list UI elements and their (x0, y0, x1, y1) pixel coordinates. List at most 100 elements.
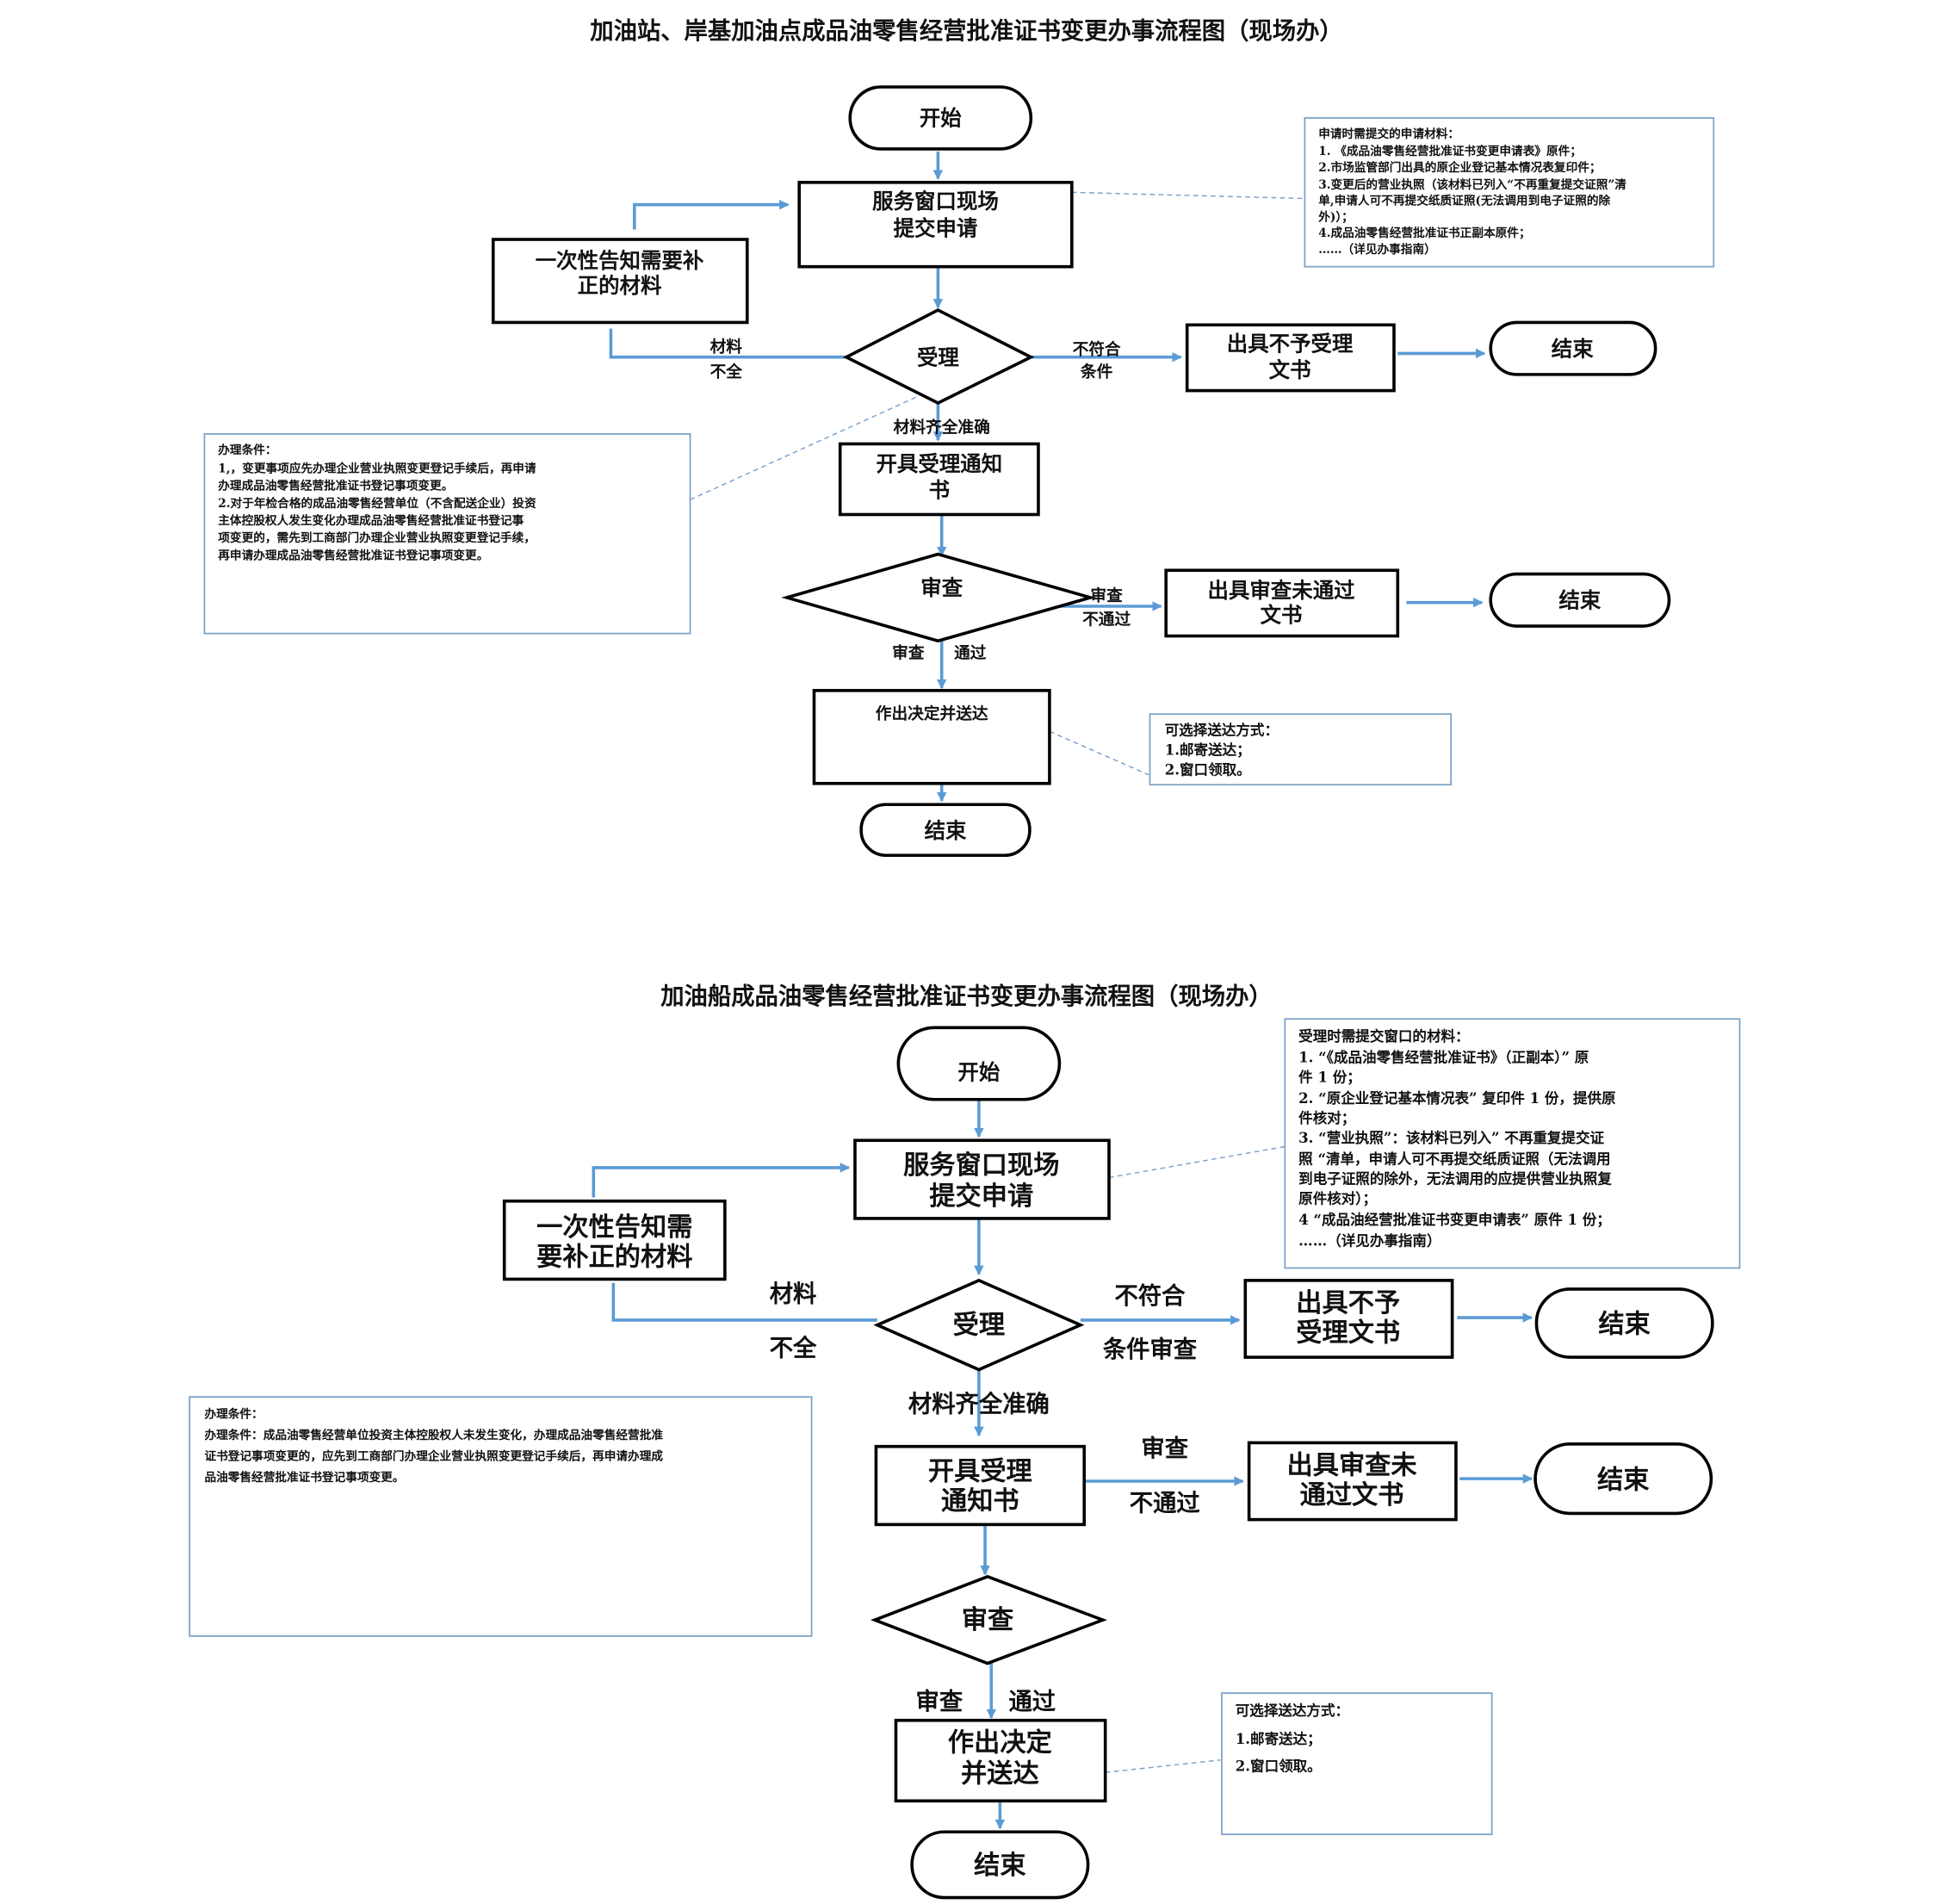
svg-text:可选择送达方式：: 可选择送达方式： (1165, 722, 1279, 739)
label-review-fail: 不通过 (1082, 611, 1131, 629)
svg-text:1. 《成品油零售经营批准证书变更申请表》原件；: 1. 《成品油零售经营批准证书变更申请表》原件； (1318, 144, 1582, 158)
review-decision: 审查 (870, 1574, 1107, 1665)
svg-text:申请时需提交的申请材料：: 申请时需提交的申请材料： (1318, 127, 1459, 141)
label-review-pass: 通过 (954, 643, 987, 662)
end-node: 结束 (1533, 1442, 1713, 1516)
svg-text:结束: 结束 (1552, 336, 1594, 361)
svg-text:开具受理通知: 开具受理通知 (876, 451, 1002, 476)
label-complete: 材料齐全准确 (894, 419, 990, 437)
decision-node: 作出决定并送达 (812, 689, 1051, 785)
svg-text:4.成品油零售经营批准证书正副本原件；: 4.成品油零售经营批准证书正副本原件； (1318, 226, 1530, 240)
svg-text:正的材料: 正的材料 (578, 273, 662, 298)
svg-text:4 “成品油经营批准证书变更申请表” 原件 1 份；: 4 “成品油经营批准证书变更申请表” 原件 1 份； (1298, 1211, 1611, 1228)
svg-text:结束: 结束 (974, 1851, 1026, 1881)
decision-node: 作出决定 并送达 (894, 1718, 1107, 1803)
svg-text:出具审查未: 出具审查未 (1287, 1449, 1418, 1480)
label-incomplete: 不全 (710, 363, 743, 381)
svg-text:件核对；: 件核对； (1298, 1109, 1355, 1126)
svg-text:2.窗口领取。: 2.窗口领取。 (1165, 761, 1251, 778)
review-decision: 审查 (781, 552, 1096, 643)
svg-text:结束: 结束 (1597, 1466, 1650, 1496)
svg-text:证书登记事项变更的，应先到工商部门办理企业营业执照变更登记手: 证书登记事项变更的，应先到工商部门办理企业营业执照变更登记手续后，再申请办理成 (204, 1449, 663, 1464)
svg-text:办理条件：: 办理条件： (204, 1407, 263, 1422)
svg-text:受理文书: 受理文书 (1296, 1318, 1400, 1348)
svg-text:品油零售经营批准证书登记事项变更。: 品油零售经营批准证书登记事项变更。 (204, 1470, 404, 1485)
svg-text:1. “《成品油零售经营批准证书》（正副本）” 原: 1. “《成品油零售经营批准证书》（正副本）” 原 (1298, 1049, 1589, 1066)
conditions-note: 办理条件： 1,，变更事项应先办理企业营业执照变更登记手续后，再申请 办理成品油… (203, 433, 691, 635)
svg-text:服务窗口现场: 服务窗口现场 (872, 189, 999, 214)
end-node: 结束 (859, 803, 1032, 858)
materials-note: 受理时需提交窗口的材料： 1. “《成品油零售经营批准证书》（正副本）” 原 件… (1284, 1018, 1741, 1269)
svg-text:要补正的材料: 要补正的材料 (536, 1243, 692, 1273)
label-incomplete: 材料 (770, 1280, 817, 1307)
label-not-qualified: 条件 (1080, 363, 1113, 381)
svg-text:原件核对）；: 原件核对）； (1298, 1190, 1377, 1207)
svg-text:办理成品油零售经营批准证书登记事项变更。: 办理成品油零售经营批准证书登记事项变更。 (218, 479, 453, 493)
label-not-qualified: 不符合 (1114, 1282, 1186, 1310)
svg-text:开始: 开始 (920, 106, 962, 131)
svg-text:结束: 结束 (1558, 587, 1601, 612)
svg-text:办理条件：成品油零售经营单位投资主体控股权人未发生变化，办理: 办理条件：成品油零售经营单位投资主体控股权人未发生变化，办理成品油零售经营批准 (204, 1428, 663, 1442)
svg-text:受理时需提交窗口的材料：: 受理时需提交窗口的材料： (1298, 1027, 1469, 1045)
label-review-pass: 审查 (892, 643, 925, 662)
svg-text:外)）；: 外)）； (1318, 209, 1354, 224)
fail-doc-node: 出具审查未 通过文书 (1247, 1441, 1458, 1522)
label-incomplete: 不全 (770, 1335, 817, 1362)
svg-text:通过文书: 通过文书 (1300, 1480, 1404, 1510)
label-not-qualified: 不符合 (1073, 340, 1121, 359)
svg-text:服务窗口现场: 服务窗口现场 (903, 1150, 1059, 1181)
svg-text:到电子证照的除外，无法调用的应提供营业执照复: 到电子证照的除外，无法调用的应提供营业执照复 (1298, 1170, 1612, 1188)
flowchart-2: 加油船成品油零售经营批准证书变更办事流程图（现场办） 开始 服务窗口现场 提交申… (189, 983, 1741, 1900)
svg-text:项变更的，需先到工商部门办理企业营业执照变更登记手续，: 项变更的，需先到工商部门办理企业营业执照变更登记手续， (218, 530, 536, 545)
svg-text:提交申请: 提交申请 (894, 216, 978, 241)
svg-text:1.邮寄送达；: 1.邮寄送达； (1165, 741, 1251, 759)
svg-text:2. “原企业登记基本情况表” 复印件 1 份，提供原: 2. “原企业登记基本情况表” 复印件 1 份，提供原 (1298, 1089, 1615, 1107)
svg-text:2.市场监管部门出具的原企业登记基本情况表复印件；: 2.市场监管部门出具的原企业登记基本情况表复印件； (1318, 160, 1601, 175)
svg-text:受理: 受理 (953, 1311, 1005, 1341)
start-node: 开始 (848, 85, 1033, 151)
svg-text:结束: 结束 (925, 818, 967, 843)
accept-notice-node: 开具受理 通知书 (874, 1444, 1087, 1527)
start-node: 开始 (896, 1026, 1062, 1101)
svg-text:单,申请人可不再提交纸质证照(无法调用到电子证照的除: 单,申请人可不再提交纸质证照(无法调用到电子证照的除 (1318, 194, 1610, 208)
svg-text:受理: 受理 (917, 344, 959, 369)
conditions-note: 办理条件： 办理条件：成品油零售经营单位投资主体控股权人未发生变化，办理成品油零… (189, 1396, 813, 1637)
svg-text:审查: 审查 (962, 1604, 1014, 1635)
diagram-title: 加油船成品油零售经营批准证书变更办事流程图（现场办） (660, 983, 1273, 1010)
svg-text:出具审查未通过: 出具审查未通过 (1207, 578, 1355, 603)
accept-notice-node: 开具受理通知 书 (838, 442, 1040, 517)
end-node: 结束 (910, 1830, 1090, 1900)
label-incomplete: 材料 (710, 338, 743, 357)
svg-text:2.窗口领取。: 2.窗口领取。 (1236, 1758, 1322, 1775)
submit-node: 服务窗口现场 提交申请 (797, 181, 1074, 269)
svg-text:主体控股权人发生变化办理成品油零售经营批准证书登记事: 主体控股权人发生变化办理成品油零售经营批准证书登记事 (218, 513, 524, 528)
label-review-pass: 通过 (1008, 1688, 1056, 1715)
connectors (609, 151, 1486, 803)
supplement-node: 一次性告知需要补 正的材料 (491, 238, 749, 325)
svg-text:一次性告知需: 一次性告知需 (536, 1212, 692, 1243)
materials-note: 申请时需提交的申请材料： 1. 《成品油零售经营批准证书变更申请表》原件； 2.… (1304, 117, 1715, 268)
svg-text:结束: 结束 (1598, 1309, 1651, 1339)
label-review-fail: 审查 (1141, 1435, 1188, 1462)
svg-text:1,，变更事项应先办理企业营业执照变更登记手续后，再申请: 1,，变更事项应先办理企业营业执照变更登记手续后，再申请 (218, 462, 536, 476)
svg-text:审查: 审查 (920, 575, 963, 600)
svg-text:照 “清单，申请人可不再提交纸质证照（无法调用: 照 “清单，申请人可不再提交纸质证照（无法调用 (1298, 1150, 1610, 1168)
svg-text:再申请办理成品油零售经营批准证书登记事项变更。: 再申请办理成品油零售经营批准证书登记事项变更。 (218, 548, 488, 562)
svg-text:出具不予: 出具不予 (1296, 1288, 1400, 1318)
svg-text:作出决定并送达: 作出决定并送达 (876, 704, 988, 723)
connectors (592, 1099, 1533, 1830)
svg-text:作出决定: 作出决定 (948, 1728, 1052, 1758)
svg-text:书: 书 (929, 477, 950, 502)
reject-doc-node: 出具不予 受理文书 (1243, 1279, 1454, 1359)
svg-text:一次性告知需要补: 一次性告知需要补 (536, 248, 704, 273)
svg-text:开始: 开始 (957, 1060, 1000, 1085)
label-review-fail: 审查 (1090, 586, 1123, 605)
submit-node: 服务窗口现场 提交申请 (853, 1138, 1111, 1220)
end-node: 结束 (1534, 1287, 1714, 1359)
svg-text:出具不予受理: 出具不予受理 (1227, 332, 1354, 357)
diagram-title: 加油站、岸基加油点成品油零售经营批准证书变更办事流程图（现场办） (590, 17, 1343, 45)
svg-text:并送达: 并送达 (961, 1759, 1039, 1789)
supplement-node: 一次性告知需 要补正的材料 (502, 1199, 727, 1281)
end-node: 结束 (1489, 572, 1671, 628)
svg-text:……（详见办事指南）: ……（详见办事指南） (1318, 242, 1436, 257)
